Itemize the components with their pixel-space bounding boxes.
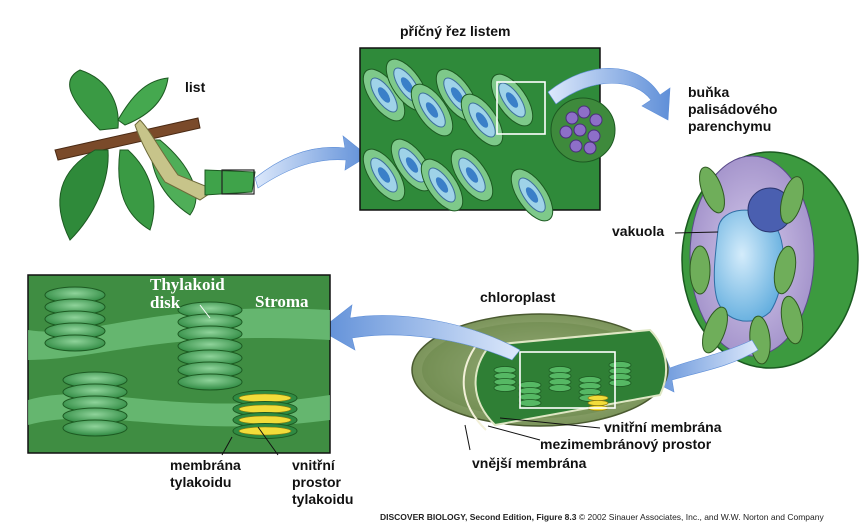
stroma-label: Stroma <box>255 292 309 311</box>
chloroplast-label: chloroplast <box>480 289 556 305</box>
intermembrane-space-label: mezimembránový prostor <box>540 436 712 452</box>
cell-nucleus-section <box>377 87 391 103</box>
thylakoid-disk-label: Thylakoid disk <box>150 276 225 312</box>
inner-membrane-label: vnitřní membrána <box>604 419 722 435</box>
cell-nucleus-section <box>450 87 464 103</box>
palisade-cell-label-line3: parenchymu <box>688 118 772 134</box>
thylakoid-membrane-label-line1: membrána <box>170 457 241 473</box>
palisade-cell-label: buňka palisádového parenchymu <box>688 84 777 135</box>
arrow-section-to-cell <box>547 68 671 121</box>
credit-copyright: © 2002 Sinauer Associates, Inc., and W.W… <box>578 512 824 522</box>
leaf-label: list <box>185 79 206 95</box>
palisade-cell <box>674 151 859 369</box>
cell-nucleus-section <box>525 187 539 203</box>
thylakoid-space-label: vnitřní prostor tylakoidu <box>292 457 353 508</box>
cell-chloroplast <box>689 245 711 295</box>
section-zoom-box <box>496 81 546 135</box>
thylakoid-lumen <box>238 393 292 403</box>
vascular-cell <box>577 105 591 119</box>
arrow-leaf-to-section <box>254 135 369 189</box>
leaf-zoom-box <box>221 169 255 195</box>
outer-membrane-label: vnější membrána <box>472 455 587 471</box>
granum-lumen-disk <box>587 400 609 406</box>
thylakoid-disk-label-line2: disk <box>150 293 181 312</box>
thylakoid-zoom-panel <box>27 274 331 456</box>
cell-chloroplast <box>699 166 725 214</box>
cell-chloroplast <box>702 306 728 354</box>
credit-edition: Second Edition, Figure 8.3 <box>469 512 577 522</box>
granum-disk <box>518 399 542 407</box>
vascular-cell <box>573 123 587 137</box>
thylakoid-membrane-label-line2: tylakoidu <box>170 474 232 490</box>
figure-credit: DISCOVER BIOLOGY, Second Edition, Figure… <box>380 512 824 522</box>
granum-disk <box>548 384 572 392</box>
thylakoid-disk <box>177 373 243 391</box>
cell-nucleus-section <box>400 77 414 93</box>
vascular-cell <box>559 125 573 139</box>
thylakoid-space-label-line1: vnitřní <box>292 457 335 473</box>
palisade-cell-label-line2: palisádového <box>688 101 778 117</box>
vacuole-label: vakuola <box>612 223 665 239</box>
vascular-cell <box>569 139 583 153</box>
thylakoid-lumen <box>238 426 292 436</box>
vascular-cell <box>589 113 603 127</box>
thylakoid-disk <box>62 419 128 437</box>
cell-chloroplast <box>780 295 804 345</box>
thylakoid-lumen <box>238 415 292 425</box>
thylakoid-membrane-label: membrána tylakoidu <box>170 457 241 491</box>
leaf-branch-illustration <box>54 69 256 241</box>
leaf-cross-section <box>359 47 616 222</box>
credit-book: DISCOVER BIOLOGY, <box>380 512 468 522</box>
cell-nucleus-section <box>475 112 489 128</box>
vascular-cell <box>565 111 579 125</box>
palisade-cell-label-line1: buňka <box>688 84 730 100</box>
granum-disk <box>493 384 517 392</box>
granum-lumen-disk <box>587 395 609 401</box>
cell-chloroplast <box>780 176 804 224</box>
cell-nucleus-section <box>377 167 391 183</box>
thylakoid-disk-label-line1: Thylakoid <box>150 275 225 294</box>
vascular-cell <box>583 141 597 155</box>
cell-nucleus-section <box>425 102 439 118</box>
thylakoid-lumen <box>238 404 292 414</box>
cell-nucleus-section <box>465 167 479 183</box>
thylakoid-space-label-line3: tylakoidu <box>292 491 354 507</box>
cell-nucleus-section <box>405 157 419 173</box>
cell-nucleus-section <box>505 92 519 108</box>
granum-disk <box>608 379 632 387</box>
cell-nucleus-section <box>435 177 449 193</box>
cross-section-label: příčný řez listem <box>400 23 511 39</box>
vascular-cell <box>587 129 601 143</box>
chloroplast-zoom-box <box>519 351 616 409</box>
thylakoid-space-label-line2: prostor <box>292 474 341 490</box>
cell-chloroplast <box>773 245 797 295</box>
thylakoid-disk <box>44 334 106 352</box>
